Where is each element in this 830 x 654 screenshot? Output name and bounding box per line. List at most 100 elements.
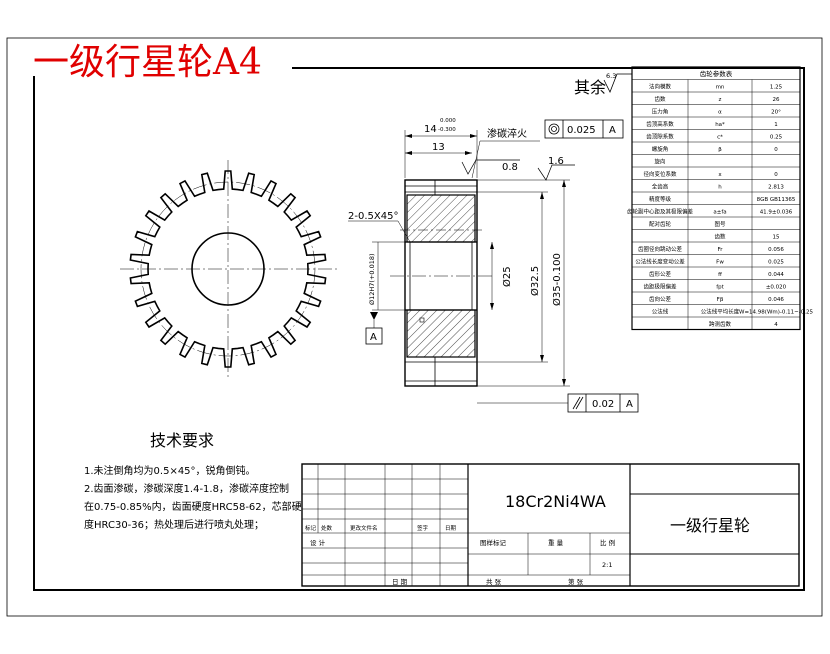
svg-text:第 张: 第 张 [568, 577, 584, 586]
title-material: 18Cr2Ni4WA [505, 492, 606, 511]
param-name: 径向变位系数 [643, 170, 677, 178]
svg-text:日 期: 日 期 [392, 578, 408, 586]
param-value: 0.025 [768, 260, 784, 266]
param-symbol: 跨测齿数 [709, 320, 732, 328]
runout-tolerance-frame: 0.025 A [544, 119, 624, 139]
param-value: 15 [773, 235, 780, 241]
svg-text:1.6: 1.6 [548, 156, 564, 167]
svg-text:0.02: 0.02 [592, 399, 614, 410]
param-symbol: α [718, 110, 722, 116]
param-symbol: Fw [716, 260, 724, 266]
roughness-other-label: 其余 [574, 78, 606, 97]
hub-width-value: 13 [432, 142, 445, 153]
param-table-title: 齿轮参数表 [700, 69, 733, 78]
svg-text:标记: 标记 [305, 524, 317, 532]
outer-frame [6, 37, 823, 617]
bore-diameter-dim: Ø25 [490, 242, 513, 310]
param-symbol: ha* [715, 122, 725, 128]
param-symbol: ff [718, 272, 722, 278]
svg-text:共 张: 共 张 [486, 577, 502, 586]
svg-text:A: A [626, 399, 633, 410]
sheet-title: 一级行星轮A4 [33, 42, 262, 83]
svg-text:日期: 日期 [445, 525, 457, 532]
param-name: 齿顶高系数 [646, 120, 674, 128]
param-value: 41.9±0.036 [760, 210, 793, 216]
pitch-diameter-dim: Ø32.5 [477, 191, 548, 363]
param-name: 公法线长度变动公差 [635, 258, 685, 266]
tech-req-line: 2.齿面渗碳，渗碳深度1.4-1.8，渗碳淬度控制 [84, 482, 289, 495]
param-value: 0 [774, 147, 778, 153]
param-name: 齿向公差 [649, 295, 672, 303]
svg-text:Ø12H7(+0.018): Ø12H7(+0.018) [368, 253, 376, 305]
param-name: 配对齿轮 [649, 220, 672, 228]
param-name: 齿顶隙系数 [646, 133, 674, 141]
tech-req-title: 技术要求 [150, 431, 214, 450]
title-block: 18Cr2Ni4WA 一级行星轮 标记 处数 更改文件名 签字 日期 设 计 日… [301, 463, 800, 587]
section-hatch-top [406, 194, 476, 243]
param-value: W=14.98(Wm)-0.11~-0.25 [739, 310, 813, 316]
svg-text:Ø25: Ø25 [501, 266, 513, 287]
svg-text:签字: 签字 [417, 524, 429, 532]
param-value: 1 [774, 122, 778, 128]
chamfer-dimension: 2-0.5X45° [348, 211, 411, 243]
tip-diameter-dim: Ø35-0.100 [477, 179, 570, 387]
svg-text:2-0.5X45°: 2-0.5X45° [348, 211, 398, 222]
hub-width-dimension: 13 [405, 142, 472, 155]
svg-text:Ø35-0.100: Ø35-0.100 [551, 253, 563, 306]
gear-front-view [120, 160, 338, 378]
tech-req-line: 在0.75-0.85%内，齿面硬度HRC58-62，芯部硬 [84, 500, 302, 513]
param-symbol: 公法线平均长度 [701, 308, 740, 316]
param-symbol: 齿数 [714, 233, 726, 241]
param-value: 4 [774, 322, 778, 328]
param-name: 齿形公差 [649, 270, 672, 278]
roughness-other-value: 6.3 [606, 72, 616, 80]
param-name: 公法线 [652, 308, 669, 316]
roughness-tip: 1.6 [537, 156, 575, 181]
inner-border [33, 67, 805, 591]
svg-text:0.8: 0.8 [502, 162, 518, 173]
svg-text:2:1: 2:1 [602, 561, 612, 569]
param-symbol: β [718, 147, 722, 153]
tech-requirements: 1.未注倒角均为0.5×45°，锐角倒钝。 2.齿面渗碳，渗碳深度1.4-1.8，… [84, 464, 302, 531]
param-name: 螺旋角 [652, 145, 669, 153]
param-name: 精度等级 [649, 195, 672, 203]
param-symbol: a±fa [713, 210, 726, 216]
param-value: 0 [774, 172, 778, 178]
gear-section-view [390, 179, 495, 387]
param-symbol: h [718, 185, 722, 191]
param-value: 26 [773, 97, 780, 103]
title-part-name: 一级行星轮 [670, 516, 750, 535]
param-symbol: Fβ [717, 297, 724, 303]
param-value: 0.25 [770, 135, 783, 141]
param-value: 20° [771, 110, 781, 116]
perpendicularity-frame: 0.02 A [477, 393, 639, 413]
param-name: 压力角 [652, 108, 669, 116]
svg-text:比 例: 比 例 [600, 538, 615, 547]
svg-text:更改文件名: 更改文件名 [350, 524, 378, 532]
gear-teeth-outline [129, 170, 327, 368]
param-name: 齿距极限偏差 [643, 283, 677, 291]
param-value: 2.813 [768, 185, 784, 191]
param-value: ±0.020 [766, 285, 787, 291]
tech-req-line: 1.未注倒角均为0.5×45°，锐角倒钝。 [84, 464, 256, 477]
carburize-note: 渗碳淬火 [487, 127, 527, 140]
param-symbol: z [719, 97, 722, 103]
param-name: 齿轮副中心距及其极限偏差 [627, 208, 694, 216]
param-symbol: fpt [716, 285, 724, 291]
param-name: 全齿高 [652, 183, 669, 191]
param-name: 旋向 [654, 158, 665, 166]
roughness-face: 0.8 [461, 159, 520, 175]
param-symbol: x [718, 172, 722, 178]
svg-text:重 量: 重 量 [548, 539, 564, 547]
roughness-other: 其余 6.3 [574, 72, 632, 97]
svg-text:处数: 处数 [321, 524, 333, 532]
runout-value: 0.025 [567, 125, 596, 136]
param-value: 0.044 [768, 272, 784, 278]
width-value: 14 [424, 124, 437, 135]
section-hatch-bottom [406, 309, 476, 358]
param-value: 8GB GB11365 [757, 197, 796, 203]
svg-text:设 计: 设 计 [310, 538, 326, 547]
svg-text:A: A [370, 332, 377, 343]
